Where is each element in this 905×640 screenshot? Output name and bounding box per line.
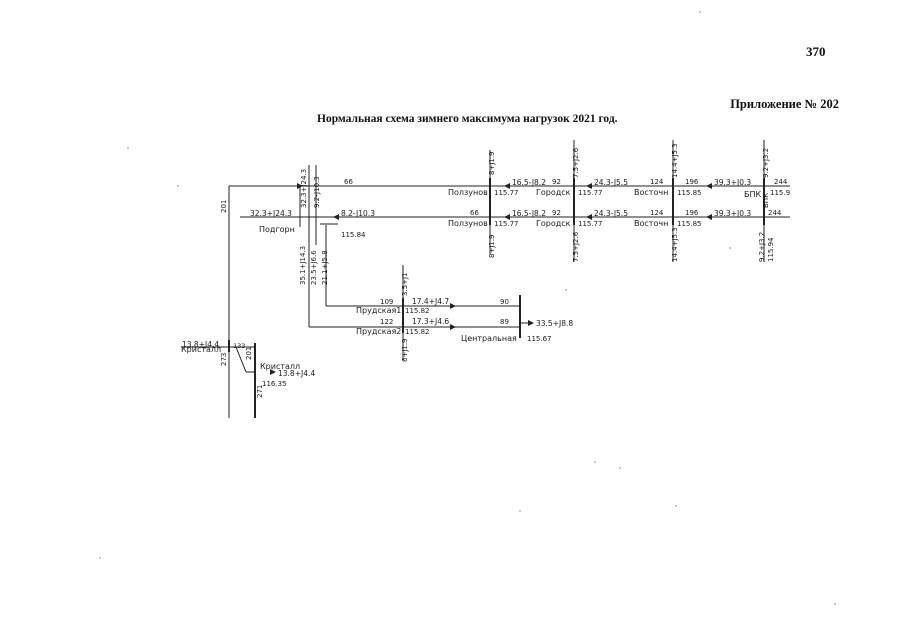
appendix-label: Приложение № 202 xyxy=(730,97,839,111)
flow-prud2-load: 6+J1.9 xyxy=(401,338,409,362)
line-id-bottom-244: 244 xyxy=(768,209,782,217)
substation-bpk-label: БПК xyxy=(744,190,762,199)
scan-specks xyxy=(99,11,836,605)
voltage-vostochn-bottom: 115.85 xyxy=(677,220,702,228)
flow-polz-gor-top: 16.5-J8.2 xyxy=(512,178,546,187)
substation-prudskaya2: Прудская2 xyxy=(356,327,401,336)
line-id-89: 89 xyxy=(500,318,509,326)
flow-vost-bpk-bottom: 39.3+J0.3 xyxy=(714,209,751,218)
voltage-polzunov-bottom: 115.77 xyxy=(494,220,519,228)
voltage-gorodsk-bottom: 115.77 xyxy=(578,220,603,228)
substation-gorodsk-top: Городск xyxy=(536,188,571,197)
flow-prud1-line: 17.4+J4.7 xyxy=(412,297,449,306)
flow-vost-load-top: 14.4+J5.3 xyxy=(671,143,679,178)
flow-gor-vost-bottom: 24.3-J5.5 xyxy=(594,209,628,218)
flow-polz-load-top: 8+J1.9 xyxy=(488,151,496,175)
flow-prud2-line: 17.3+J4.6 xyxy=(412,317,449,326)
line-id-top-244: 244 xyxy=(774,178,788,186)
line-id-90: 90 xyxy=(500,298,509,306)
line-id-bottom-196: 196 xyxy=(685,209,699,217)
flow-polz-load-bottom: 8+J1.9 xyxy=(488,234,496,258)
voltage-kristall: 116.35 xyxy=(262,380,287,388)
voltage-prudskaya1: 115.82 xyxy=(405,307,430,315)
flow-feeder-up-1: 32.3+J24.3 xyxy=(300,169,308,208)
voltage-polzunov-top: 115.77 xyxy=(494,189,519,197)
flow-kristall-load: 13.8+J4.4 xyxy=(278,369,315,378)
line-id-bottom-124: 124 xyxy=(650,209,664,217)
substation-prudskaya1: Прудская1 xyxy=(356,306,401,315)
line-id-top-92: 92 xyxy=(552,178,561,186)
flow-feeder-up-2: 9.2-J10.3 xyxy=(313,176,321,208)
flow-vost-load-bottom: 14.4+J5.3 xyxy=(671,227,679,262)
flow-gor-load-top: 7.5+J2.6 xyxy=(572,147,580,178)
flow-kristall-in: 13.8+J4.4 xyxy=(182,340,219,349)
flow-podgorn-out-2: 8.2-J10.3 xyxy=(341,209,375,218)
arrow-set xyxy=(270,183,712,375)
substation-vostochn-bottom: Восточн xyxy=(634,219,668,228)
line-id-273: 273 xyxy=(220,353,228,366)
line-id-109: 109 xyxy=(380,298,393,306)
voltage-prudskaya2: 115.82 xyxy=(405,328,430,336)
flow-feeder-down-2: 23.5+J6.6 xyxy=(310,250,318,285)
substation-polzunov-top: Ползунов xyxy=(448,188,488,197)
line-id-bottom-66: 66 xyxy=(470,209,479,217)
flow-feeder-down-3: 21.1+J5.8 xyxy=(321,250,329,285)
substation-centralnaya: Центральная xyxy=(461,334,517,343)
page-number: 370 xyxy=(806,44,826,59)
line-id-122: 122 xyxy=(380,318,393,326)
line-id-top-66: 66 xyxy=(344,178,353,186)
substation-podgorn: Подгорн xyxy=(259,225,295,234)
line-id-bottom-92: 92 xyxy=(552,209,561,217)
substation-vostochn-top: Восточн xyxy=(634,188,668,197)
flow-prud-load: 3.5+J1 xyxy=(401,272,409,296)
line-id-top-124: 124 xyxy=(650,178,664,186)
flow-feeder-down-1: 35.1+J14.3 xyxy=(299,246,307,285)
line-id-top-196: 196 xyxy=(685,178,699,186)
voltage-vostochn-top: 115.85 xyxy=(677,189,702,197)
flow-gor-load-bottom: 7.5+J2.6 xyxy=(572,231,580,262)
voltage-bpk-bottom: 115.94 xyxy=(767,237,775,262)
flow-podgorn-out-1: 32.3+J24.3 xyxy=(250,209,292,218)
flow-central-load: 33.5+J8.8 xyxy=(536,319,573,328)
voltage-bpk-top: 115.9 xyxy=(770,189,790,197)
flow-polz-gor-bottom: 16.5-J8.2 xyxy=(512,209,546,218)
substation-gorodsk-bottom: Городск xyxy=(536,219,571,228)
voltage-centralnaya: 115.67 xyxy=(527,335,552,343)
flow-bpk-load-bottom: 9.2+J3.2 xyxy=(758,232,766,262)
kristall-tap xyxy=(235,346,247,373)
line-id-271: 271 xyxy=(256,385,264,398)
flow-bpk-load-top: 9.2+J3.2 xyxy=(762,148,770,178)
line-id-133: 133 xyxy=(233,342,245,350)
page-title: Нормальная схема зимнего максимума нагру… xyxy=(317,113,618,125)
substation-polzunov-bottom: Ползунов xyxy=(448,219,488,228)
substation-kristall: Кристалл xyxy=(260,362,300,371)
flow-gor-vost-top: 24.3-J5.5 xyxy=(594,178,628,187)
line-id-201b: 201 xyxy=(245,347,253,360)
substation-bpk-vertical: БПК xyxy=(762,193,770,208)
voltage-podgorn: 115.84 xyxy=(341,231,366,239)
line-id-left-201: 201 xyxy=(220,200,228,213)
flow-vost-bpk-top: 39.3+J0.3 xyxy=(714,178,751,187)
voltage-gorodsk-top: 115.77 xyxy=(578,189,603,197)
substation-kristall-left: Кристалл xyxy=(181,345,221,354)
